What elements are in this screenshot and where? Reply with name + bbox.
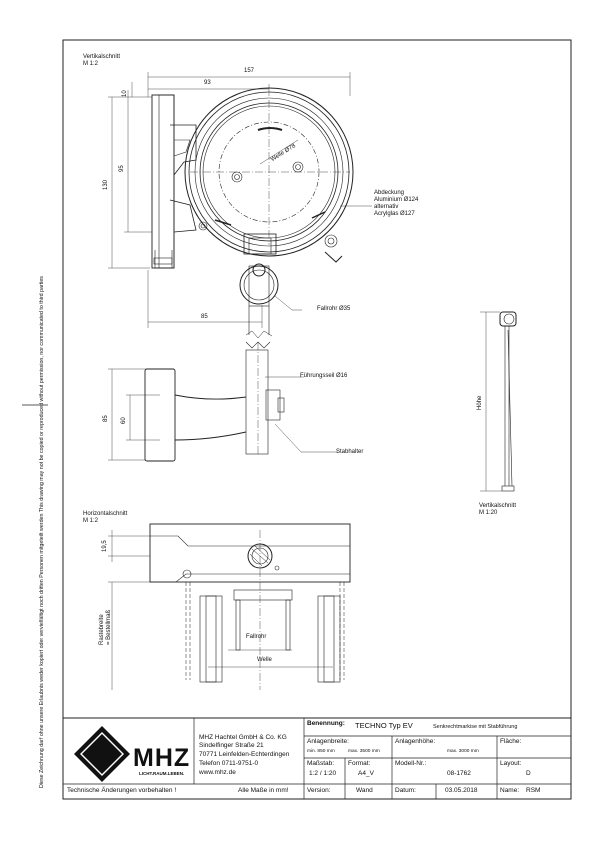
benennung-sub: Senkrechtmarkise mit Stabführung	[433, 724, 518, 730]
company-name: MHZ Hachtel GmbH & Co. KG	[199, 734, 287, 741]
company-city: 70771 Leinfelden-Echterdingen	[199, 751, 290, 758]
vertical-small-scale: M 1:20	[479, 510, 498, 516]
vertical-small-view	[480, 311, 517, 492]
dim-hoehe: Höhe	[477, 395, 483, 410]
anlagenbreite-max: max. 3500 mm	[348, 749, 380, 754]
vertical-section-scale: M 1:2	[83, 61, 99, 67]
dim-85-bottom: 85	[103, 415, 109, 422]
company-web: www.mhz.de	[199, 769, 236, 776]
datum-label: Datum:	[395, 787, 416, 794]
massstab-label: Maßstab:	[307, 760, 335, 767]
title-block-lines	[62, 717, 572, 800]
dim-10: 10	[122, 90, 128, 97]
dim-bestellmass: = Bestellmaß	[106, 609, 112, 645]
drawing-frame	[62, 39, 572, 800]
flaeche-label: Fläche:	[500, 738, 522, 745]
copyright-side-note: Diese Zeichnung darf ohne unsere Erlaubn…	[39, 276, 45, 788]
name-value: RSM	[526, 787, 541, 794]
callout-fuehrungsseil: Führungsseil Ø16	[300, 373, 348, 379]
callout-stabhalter: Stabhalter	[336, 449, 364, 455]
massstab-value: 1:2 / 1:20	[309, 770, 337, 777]
alle-masse: Alle Maße in mm!	[238, 787, 289, 794]
vertical-section-view	[108, 72, 372, 453]
callout-abdeckung-3: alternativ	[374, 204, 399, 210]
mhz-logo-mark	[74, 726, 130, 782]
horizontal-section-title: Horizontalschnitt	[83, 511, 128, 517]
anlagenhoehe-max: max. 3000 mm	[447, 749, 479, 754]
technische-aenderungen: Technische Änderungen vorbehalten !	[67, 787, 177, 794]
callout-welle: Welle	[257, 657, 272, 663]
callout-abdeckung-1: Abdeckung	[374, 190, 405, 196]
layout-label: Layout:	[500, 760, 522, 767]
company-street: Sindelfinger Straße 21	[199, 742, 264, 749]
callout-abdeckung-2: Aluminium Ø124	[374, 197, 419, 203]
modell-value: 08-1762	[447, 770, 471, 777]
callout-abdeckung-4: Acrylglas Ø127	[374, 211, 415, 217]
dim-19-5: 19,5	[102, 540, 108, 552]
format-label: Format:	[348, 760, 371, 767]
benennung-value: TECHNO Typ EV	[355, 721, 413, 730]
logo-text: MHZ	[133, 744, 191, 772]
logo-tagline: LICHT.RAUM.LEBEN.	[139, 771, 185, 776]
layout-value: D	[526, 770, 531, 777]
rod-holder-view	[108, 341, 285, 462]
callout-fallrohr-diameter: Fallrohr Ø35	[317, 306, 351, 312]
anlagenbreite-min: min. 850 mm	[307, 749, 335, 754]
dim-rastebreite: Rastebreite	[99, 614, 105, 645]
anlagenhoehe-label: Anlagenhöhe:	[395, 738, 436, 745]
horizontal-section-scale: M 1:2	[83, 518, 99, 524]
format-value: A4_V	[358, 770, 374, 777]
benennung-label: Benennung:	[307, 720, 345, 727]
version-label: Version:	[307, 787, 331, 794]
anlagenbreite-label: Anlagenbreite:	[307, 738, 349, 745]
vertical-small-title: Vertikalschnitt	[479, 503, 517, 509]
modell-label: Modell-Nr.:	[395, 760, 427, 767]
dim-130: 130	[103, 179, 109, 190]
dim-157: 157	[244, 68, 255, 74]
dim-95: 95	[119, 165, 125, 172]
callout-fallrohr: Fallrohr	[246, 634, 267, 640]
datum-value: 03.05.2018	[445, 787, 478, 794]
dim-60: 60	[121, 417, 127, 424]
vertical-section-title: Vertikalschnitt	[83, 54, 121, 60]
name-label: Name:	[500, 787, 520, 794]
company-phone: Telefon 0711-9751-0	[199, 760, 259, 767]
dim-93: 93	[204, 80, 211, 86]
dim-85-top: 85	[201, 314, 208, 320]
version-value: Wand	[356, 787, 373, 794]
horizontal-section-view	[108, 523, 351, 690]
